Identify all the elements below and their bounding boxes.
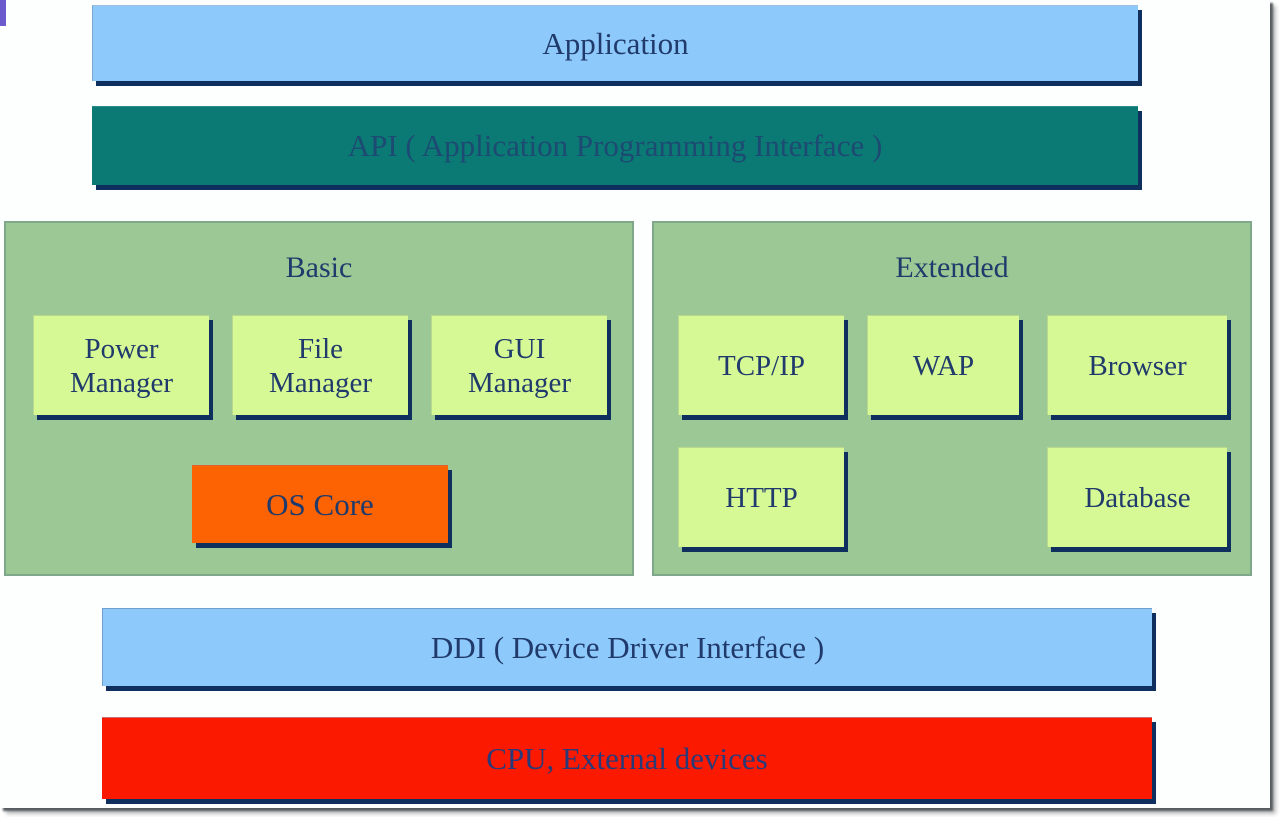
module-label-line1: File [297, 332, 344, 365]
module-label-line1: GUI [493, 332, 546, 365]
extended-panel-title: Extended [895, 251, 1009, 284]
module-label-line1: Power [84, 332, 159, 365]
module-label: Database [1084, 481, 1191, 514]
http-module: HTTP [678, 447, 844, 547]
module-label-line2: Manager [467, 366, 572, 399]
os-core-label: OS Core [266, 486, 374, 522]
extended-panel: Extended TCP/IP WAP Browser HTTP Databas… [652, 221, 1252, 576]
cpu-layer-label: CPU, External devices [486, 740, 768, 776]
basic-panel-title: Basic [285, 251, 353, 284]
module-label-line2: Manager [268, 366, 373, 399]
application-layer: Application [92, 5, 1138, 81]
database-module: Database [1047, 447, 1227, 547]
module-label-line2: Manager [69, 366, 174, 399]
api-layer-label: API ( Application Programming Interface … [347, 128, 883, 163]
wap-module: WAP [867, 315, 1019, 415]
ddi-layer: DDI ( Device Driver Interface ) [102, 608, 1152, 686]
browser-module: Browser [1047, 315, 1227, 415]
module-label: HTTP [725, 481, 798, 514]
api-layer: API ( Application Programming Interface … [92, 106, 1138, 185]
os-core-module: OS Core [192, 465, 448, 543]
module-label: TCP/IP [717, 349, 806, 382]
corner-mark [0, 0, 6, 26]
cpu-layer: CPU, External devices [102, 717, 1152, 799]
module-label: WAP [912, 349, 975, 382]
ddi-layer-label: DDI ( Device Driver Interface ) [430, 629, 825, 665]
tcpip-module: TCP/IP [678, 315, 844, 415]
module-label: Browser [1088, 349, 1187, 382]
application-layer-label: Application [542, 25, 689, 61]
